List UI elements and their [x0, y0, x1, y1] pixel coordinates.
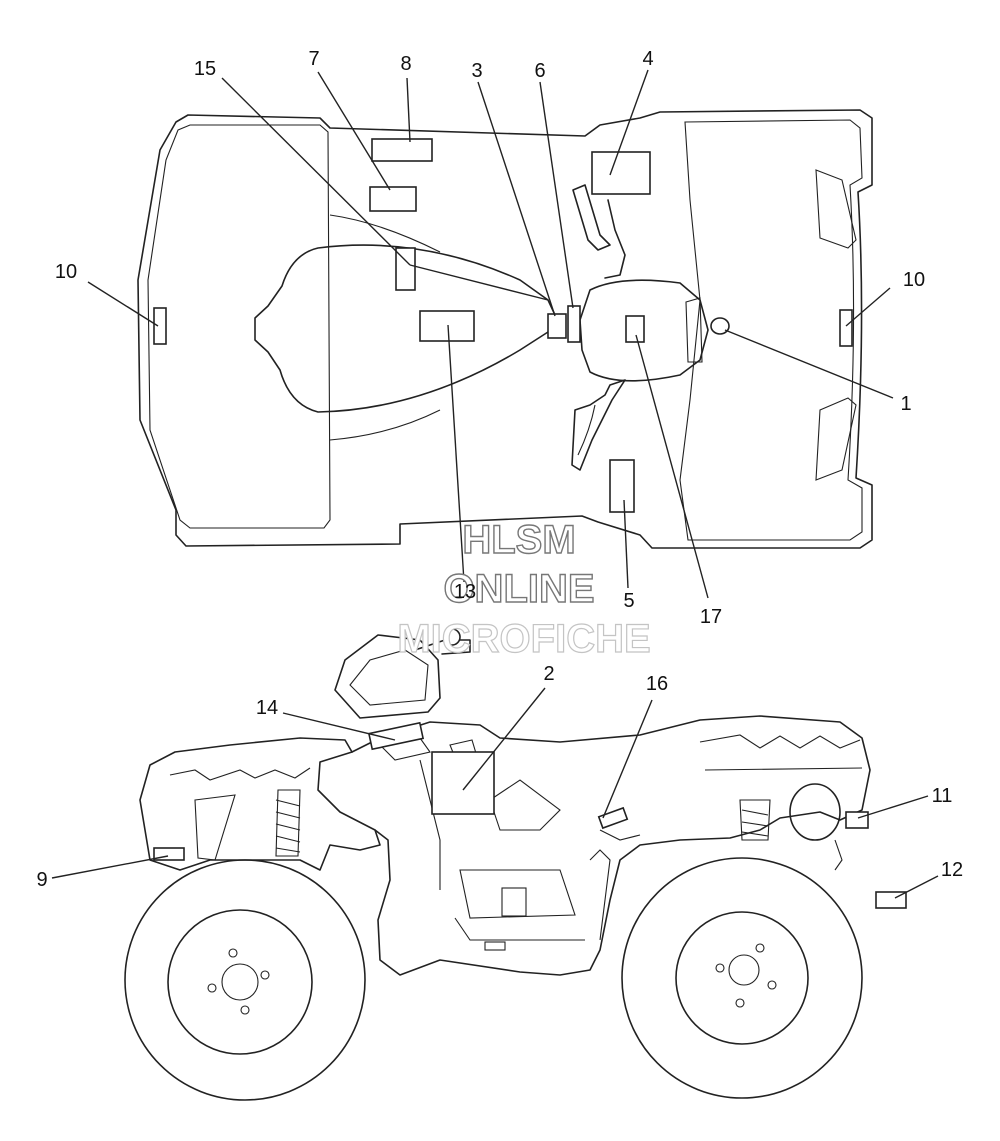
- decal-14: [367, 721, 425, 751]
- atv-top-view: [137, 109, 873, 549]
- callout-11: 11: [932, 785, 953, 807]
- callout-1: 1: [900, 393, 911, 415]
- decal-7: [369, 186, 417, 212]
- decal-5: [609, 459, 635, 513]
- callout-15: 15: [194, 58, 216, 80]
- callout-14: 14: [256, 697, 278, 719]
- decal-2: [431, 751, 495, 815]
- decal-10-rear: [153, 307, 167, 345]
- decal-16: [597, 806, 629, 830]
- callout-12: 12: [941, 859, 963, 881]
- callout-2: 2: [543, 663, 554, 685]
- callout-7: 7: [308, 48, 319, 70]
- decal-11: [845, 811, 869, 829]
- decal-6: [567, 305, 581, 343]
- watermark: HLSM ONLINE MICROFICHE: [397, 517, 652, 661]
- callout-16: 16: [646, 673, 668, 695]
- callout-5: 5: [623, 590, 634, 612]
- fuel-cap-decal: [710, 317, 730, 335]
- callout-10-front: 10: [903, 269, 925, 291]
- callout-13: 13: [454, 581, 476, 603]
- leader-lines: [51, 69, 939, 899]
- callout-3: 3: [471, 60, 482, 82]
- callout-9: 9: [36, 869, 47, 891]
- decal-13: [419, 310, 475, 342]
- atv-side-view: [124, 628, 907, 1101]
- decal-17: [625, 315, 645, 343]
- decal-4: [591, 151, 651, 195]
- decal-10-front: [839, 309, 853, 347]
- callout-4: 4: [642, 48, 653, 70]
- watermark-line2: ONLINE: [443, 567, 594, 611]
- decal-8: [371, 138, 433, 162]
- callout-8: 8: [400, 53, 411, 75]
- callout-labels: 15 7 8 3 6 4 10 10 1 13 5 17 2 16 14 11 …: [36, 48, 963, 891]
- decal-15: [395, 247, 416, 291]
- callout-6: 6: [534, 60, 545, 82]
- watermark-line3: MICROFICHE: [397, 617, 650, 661]
- watermark-line1: HLSM: [462, 518, 575, 562]
- callout-10-rear: 10: [55, 261, 77, 283]
- decal-3: [547, 313, 567, 339]
- callout-17: 17: [700, 606, 722, 628]
